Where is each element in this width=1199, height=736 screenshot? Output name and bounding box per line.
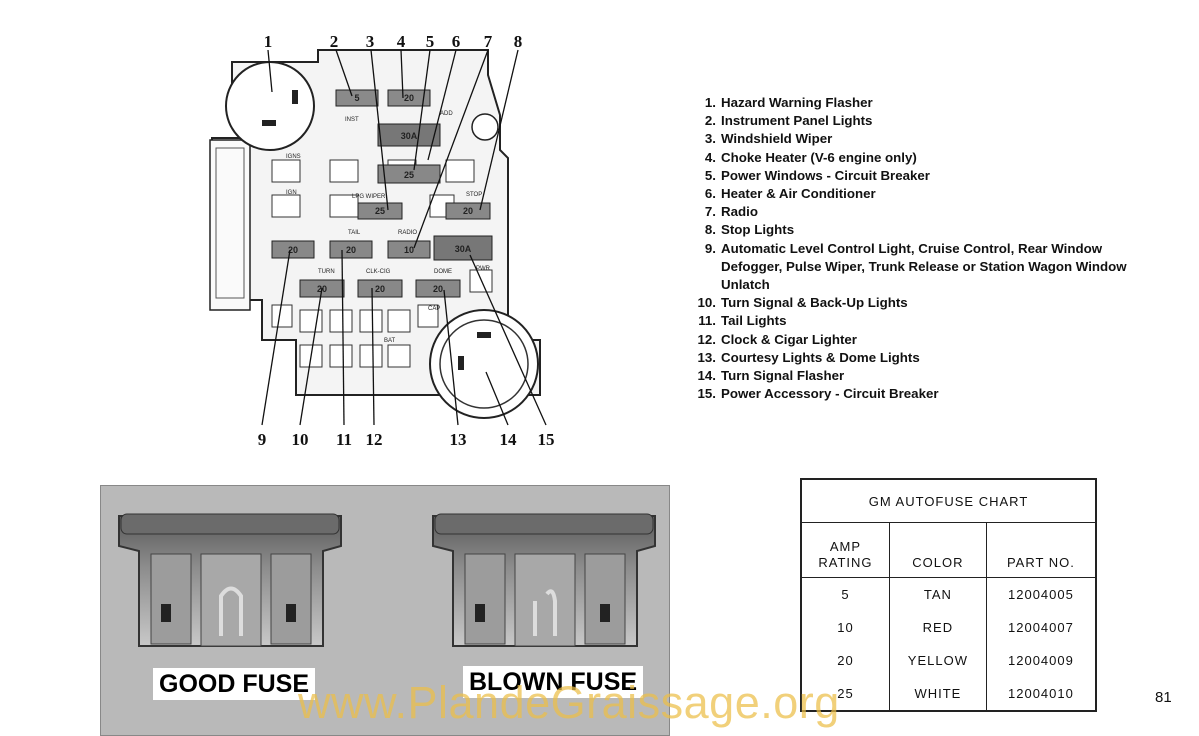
svg-text:IGN: IGN (286, 190, 297, 196)
svg-text:TAIL: TAIL (348, 230, 361, 236)
svg-text:30A: 30A (455, 244, 472, 254)
blown-fuse-image (432, 513, 656, 647)
svg-text:CAP: CAP (428, 306, 440, 312)
svg-text:9: 9 (258, 430, 267, 449)
fuse-power-windows: 25 (377, 164, 441, 184)
svg-text:5: 5 (426, 32, 435, 51)
svg-text:20: 20 (463, 206, 473, 216)
svg-text:14: 14 (500, 430, 518, 449)
fuse-30a-right: 30A (433, 235, 493, 261)
svg-text:TURN: TURN (318, 269, 335, 275)
svg-text:CLK-CIG: CLK-CIG (366, 269, 391, 275)
fuse-tail: 20 (329, 240, 373, 259)
svg-text:15: 15 (538, 430, 555, 449)
svg-text:INST: INST (345, 117, 359, 123)
svg-text:10: 10 (404, 245, 414, 255)
svg-text:7: 7 (484, 32, 493, 51)
legend-item: 2.Instrument Panel Lights (704, 113, 873, 129)
svg-text:3: 3 (366, 32, 375, 51)
legend-item: 9.Automatic Level Control Light, Cruise … (704, 240, 1127, 293)
svg-text:1: 1 (264, 32, 273, 51)
svg-text:20: 20 (375, 284, 385, 294)
svg-text:IGNS: IGNS (286, 154, 301, 160)
legend-item: 15.Power Accessory - Circuit Breaker (697, 386, 939, 402)
svg-text:10: 10 (292, 430, 309, 449)
svg-text:5: 5 (354, 93, 359, 103)
svg-text:13: 13 (450, 430, 467, 449)
legend-item: 8.Stop Lights (704, 222, 795, 238)
left-connector (209, 139, 251, 311)
fuse-stop: 20 (445, 202, 491, 220)
blown-fuse-label: BLOWN FUSE (463, 666, 644, 698)
svg-text:11: 11 (336, 430, 352, 449)
legend-item: 10.Turn Signal & Back-Up Lights (697, 295, 908, 311)
callouts-bottom: 9 10 11 12 13 14 15 (258, 430, 555, 449)
fuse-illustrations (118, 513, 656, 647)
svg-text:LPG WIPER: LPG WIPER (352, 194, 386, 200)
legend-item: 12.Clock & Cigar Lighter (697, 331, 857, 347)
legend-item: 6.Heater & Air Conditioner (704, 186, 876, 202)
chart-title: GM AUTOFUSE CHART (800, 478, 1097, 523)
column-header-part: PART NO. (985, 522, 1097, 578)
legend-item: 14.Turn Signal Flasher (697, 368, 845, 384)
svg-text:25: 25 (404, 170, 414, 180)
fuse-photo: GOOD FUSE BLOWN FUSE (100, 485, 670, 736)
legend-item: 7.Radio (704, 204, 758, 220)
fuse-block-diagram: 5 20 30A 25 25 20 20 20 10 30A 20 20 20 … (209, 32, 555, 449)
svg-text:4: 4 (397, 32, 406, 51)
leader-lines (261, 49, 547, 426)
svg-text:25: 25 (375, 206, 385, 216)
svg-text:2: 2 (330, 32, 339, 51)
legend-item: 13.Courtesy Lights & Dome Lights (697, 349, 920, 365)
svg-text:BAT: BAT (384, 338, 396, 344)
fuse-radio-top: 5 (335, 89, 379, 107)
svg-text:20: 20 (433, 284, 443, 294)
svg-text:DOME: DOME (434, 269, 452, 275)
fuse-accessory: 20 (271, 240, 315, 259)
svg-text:6: 6 (452, 32, 461, 51)
svg-text:30A: 30A (401, 131, 418, 141)
svg-text:PWR: PWR (476, 266, 491, 272)
svg-text:20: 20 (288, 245, 298, 255)
svg-text:20: 20 (346, 245, 356, 255)
svg-text:20: 20 (404, 93, 414, 103)
fuse-30a-top: 30A (377, 123, 441, 147)
svg-text:RADIO: RADIO (398, 230, 417, 236)
fuse-clock-cigar: 20 (357, 279, 403, 298)
svg-text:12: 12 (366, 430, 383, 449)
legend-item: 4.Choke Heater (V-6 engine only) (704, 149, 917, 165)
watermark: www.PlandeGraissage.org (298, 677, 840, 728)
hazard-flasher (225, 61, 315, 151)
fuse-choke-top: 20 (387, 89, 431, 107)
fuse-legend: 1.Hazard Warning Flasher 2.Instrument Pa… (686, 94, 1166, 403)
fuse-radio: 10 (387, 240, 431, 259)
page-number: 81 (1155, 689, 1172, 706)
legend-item: 11.Tail Lights (698, 313, 787, 329)
svg-text:STOP: STOP (466, 192, 482, 198)
legend-item: 3.Windshield Wiper (704, 131, 833, 147)
good-fuse-label: GOOD FUSE (153, 668, 316, 700)
legend-item: 5.Power Windows - Circuit Breaker (704, 167, 930, 183)
fuse-wiper: 25 (357, 202, 403, 220)
fuse-dome: 20 (415, 279, 461, 298)
svg-text:ADD: ADD (440, 111, 453, 117)
svg-text:8: 8 (514, 32, 523, 51)
legend-item: 1.Hazard Warning Flasher (704, 95, 873, 110)
callouts-top: 1 2 3 4 5 6 7 8 (264, 32, 523, 51)
good-fuse-image (118, 513, 342, 647)
column-header-color: COLOR (888, 522, 987, 578)
